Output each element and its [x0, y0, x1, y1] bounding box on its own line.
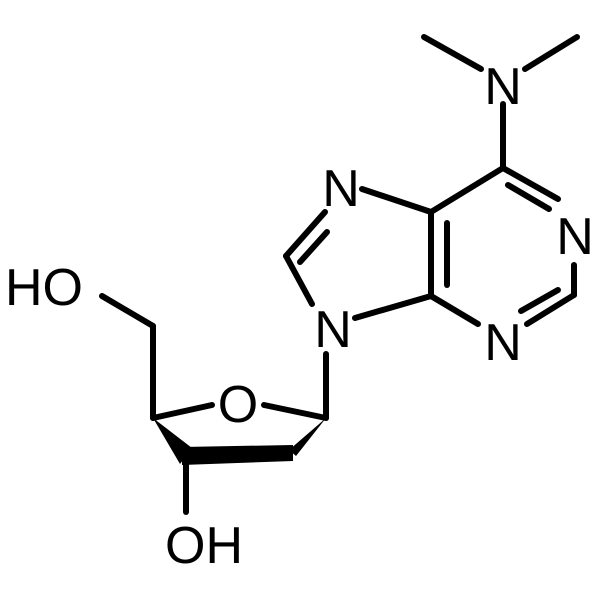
- atom-label-ho-5prime: HO: [5, 259, 83, 317]
- wedge-c3prime-c2prime: [182, 445, 293, 465]
- atom-label-n9: N: [314, 301, 352, 359]
- bond-n-methyl2: [522, 34, 580, 72]
- atom-label-n3: N: [484, 314, 522, 372]
- bond-c1prime-o4prime: [261, 402, 329, 421]
- bond-methyl1-n: [421, 34, 484, 72]
- bond-c5-c6: [428, 165, 506, 215]
- bond-c2-n3: [524, 292, 577, 327]
- atom-label-n1: N: [556, 208, 594, 266]
- bond-n7-c8: [283, 209, 328, 259]
- bond-c5prime-o5prime: [99, 293, 156, 329]
- atom-label-o-ring: O: [218, 376, 258, 434]
- bond-c2-n3-inner: [518, 287, 561, 314]
- atom-label-n-dimethyl: N: [484, 58, 522, 116]
- wedge-c1prime-c2prime: [289, 418, 326, 456]
- bond-c5-n7: [359, 186, 434, 215]
- bond-n9-c4: [352, 293, 434, 321]
- atom-label-n7: N: [322, 160, 360, 218]
- bond-n7-c8-inner: [297, 229, 330, 265]
- bond-c6-n1: [500, 165, 561, 202]
- bond-o4prime-c4prime: [150, 402, 215, 421]
- bond-c8-n9: [283, 253, 315, 307]
- bond-n3-c4: [428, 293, 481, 327]
- atom-label-oh-3prime: OH: [165, 517, 243, 575]
- bond-c6-n1-inner: [505, 182, 552, 212]
